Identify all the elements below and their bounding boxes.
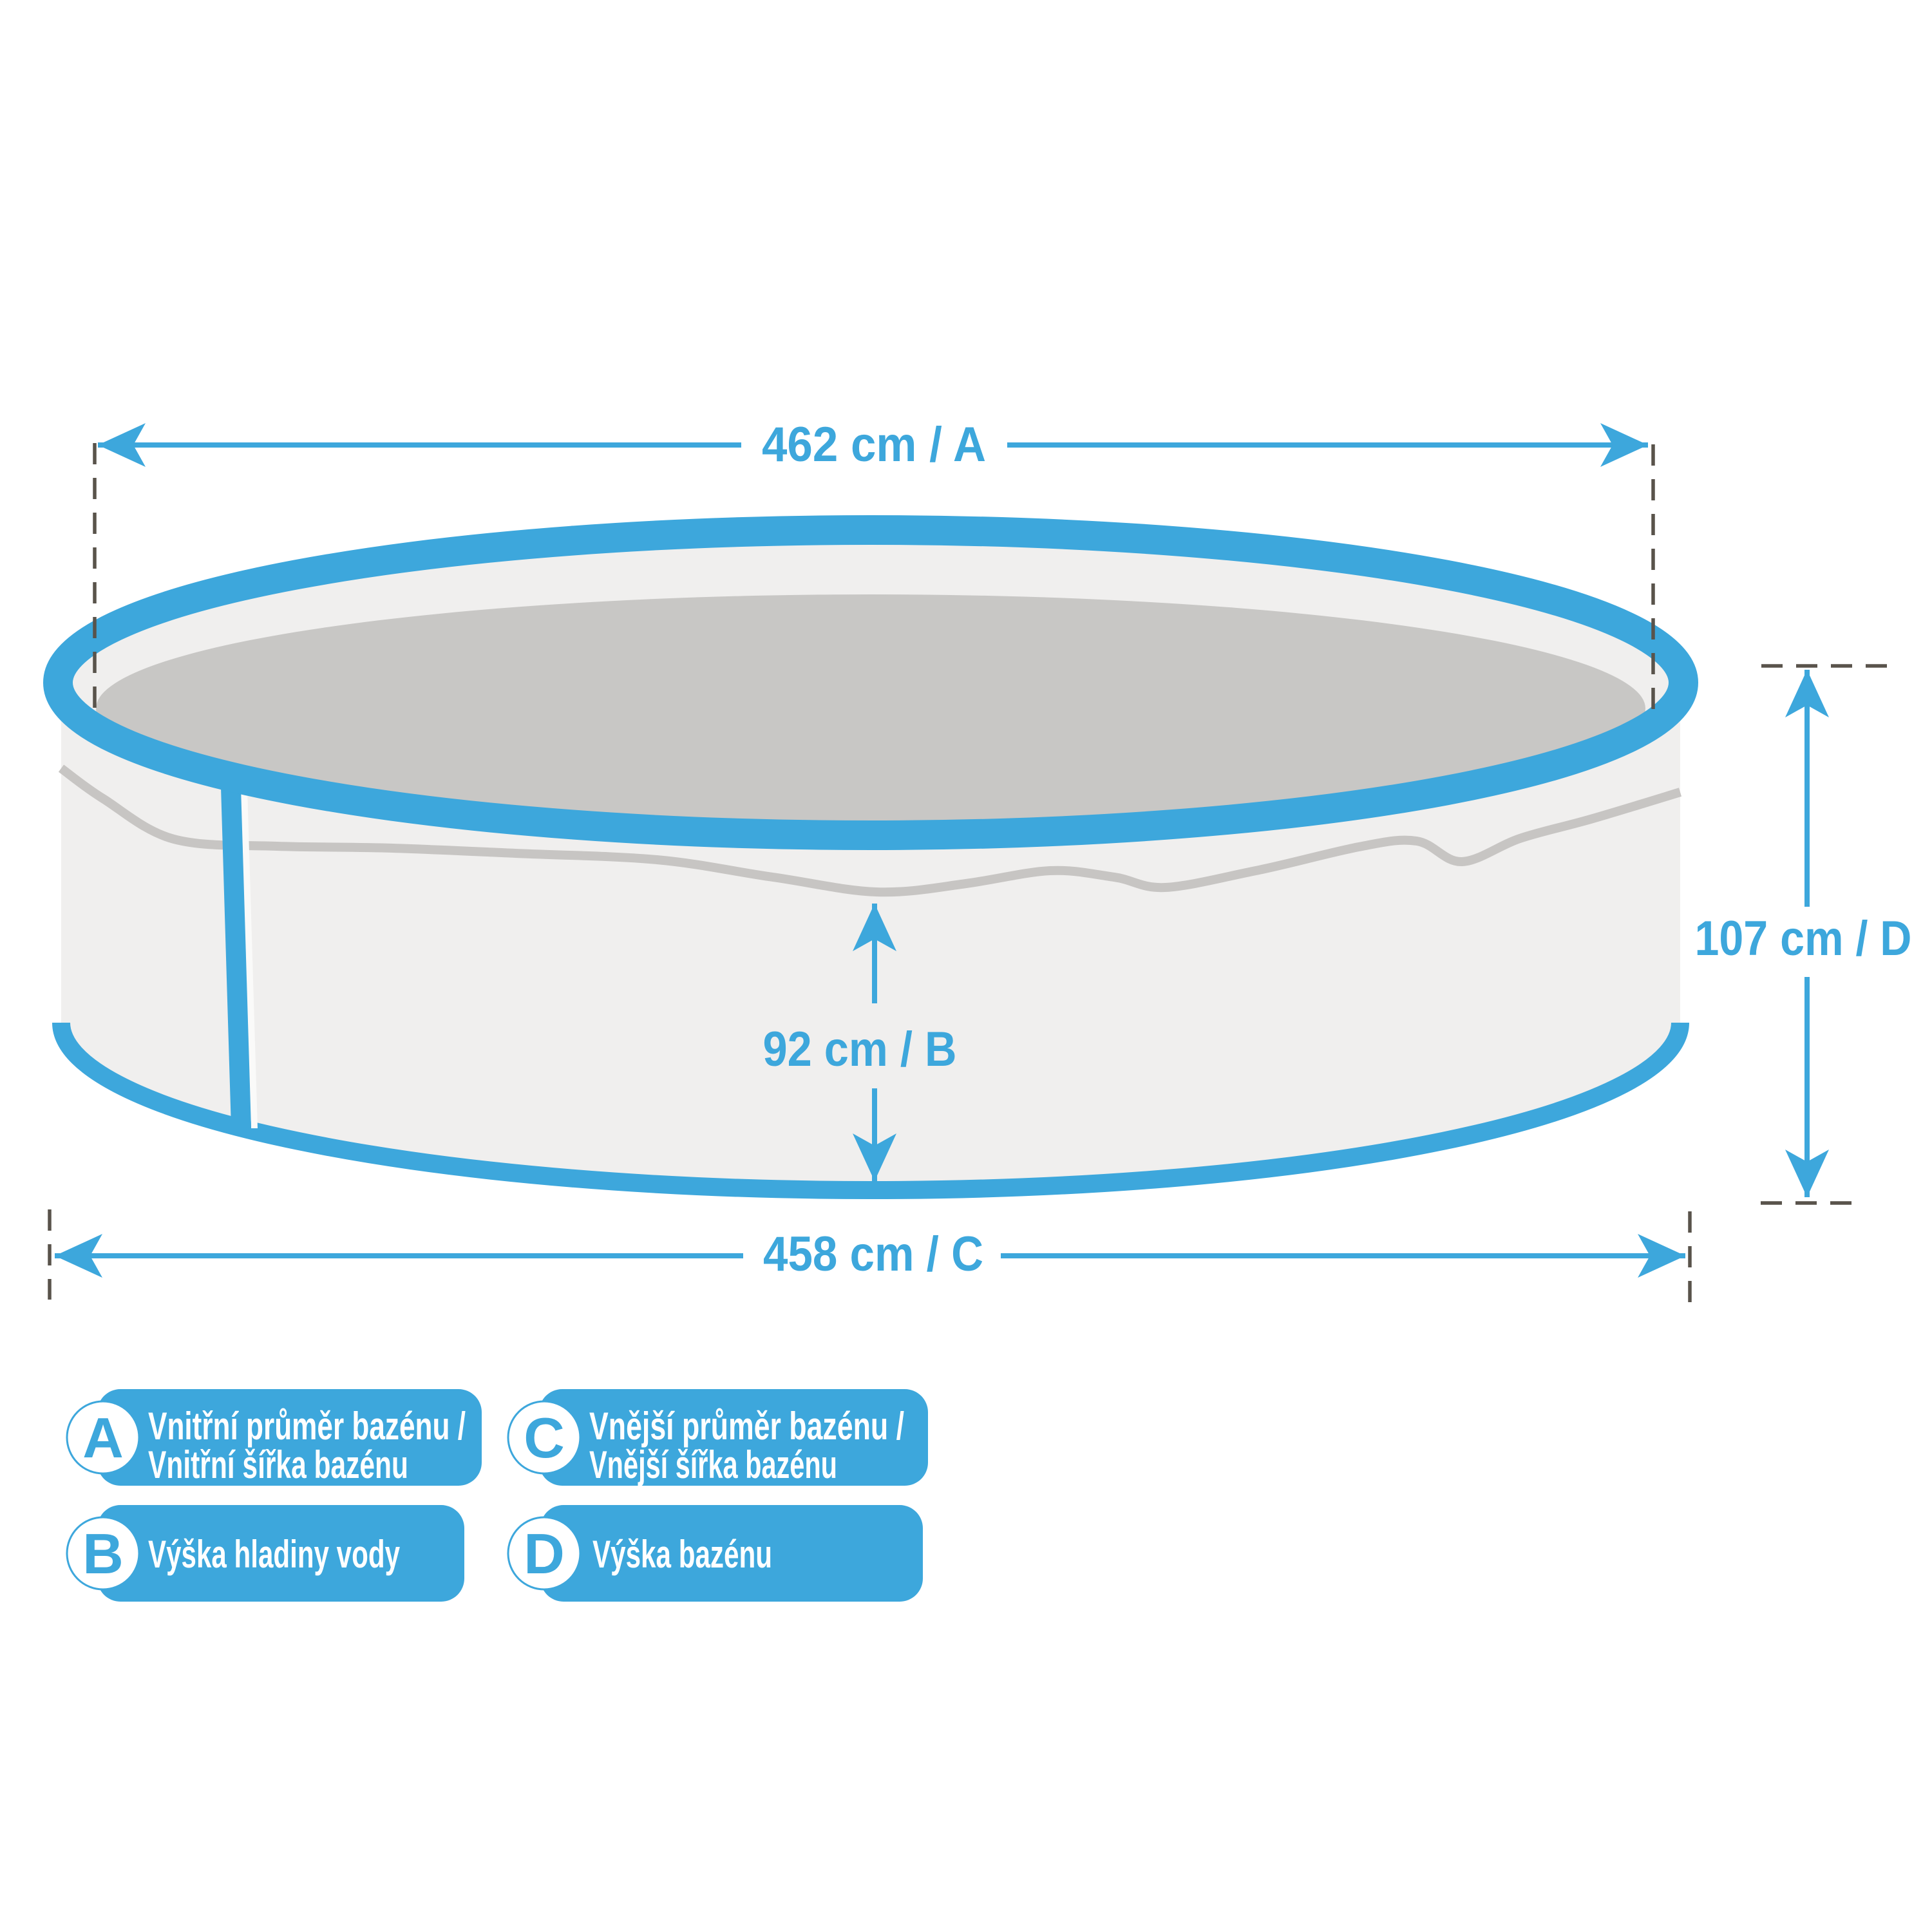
legend-item-b: B Výška hladiny vody [66,1505,464,1602]
dimension-label-d: 107 cm / D [1695,911,1912,966]
legend-pill-a [97,1389,482,1486]
legend-pill-c [539,1389,928,1486]
seam-highlight [241,789,258,1128]
legend: A Vnitřní průměr bazénu / Vnitřní šířka … [66,1389,928,1602]
extension-lines [48,443,1888,1305]
legend-letter-c: C [524,1406,565,1470]
legend-letter-d: D [524,1522,565,1586]
legend-label-b-line1: Výška hladiny vody [148,1533,400,1576]
legend-label-a-line2: Vnitřní šířka bazénu [148,1443,408,1486]
pool-top-rim [43,515,1698,850]
dimension-label-b: 92 cm / B [763,1022,957,1077]
pool-wall [61,717,1680,1190]
water-surface [96,594,1645,822]
pool-seam [221,787,251,1128]
legend-badge-b [66,1516,140,1591]
legend-badge-c [507,1400,582,1475]
legend-label-c-line1: Vnější průměr bazénu / [589,1405,904,1448]
legend-item-a: A Vnitřní průměr bazénu / Vnitřní šířka … [66,1389,482,1486]
legend-letter-a: A [82,1406,124,1470]
dimension-arrows [55,423,1829,1278]
legend-label-a-line1: Vnitřní průměr bazénu / [148,1405,466,1448]
legend-item-c: C Vnější průměr bazénu / Vnější šířka ba… [507,1389,928,1486]
legend-label-c-line2: Vnější šířka bazénu [589,1443,837,1486]
water-level-line [58,764,1682,897]
legend-pill-d [540,1505,923,1602]
legend-letter-b: B [82,1522,124,1586]
legend-pill-b [97,1505,464,1602]
pool-base-rim [52,1022,1689,1199]
legend-badge-a [66,1400,140,1475]
legend-item-d: D Výška bazénu [507,1505,923,1602]
legend-badge-d [507,1516,582,1591]
dimension-label-c: 458 cm / C [763,1227,983,1282]
dimension-label-a: 462 cm / A [762,417,986,472]
legend-label-d-line1: Výška bazénu [592,1533,772,1576]
pool-illustration [43,515,1698,1199]
